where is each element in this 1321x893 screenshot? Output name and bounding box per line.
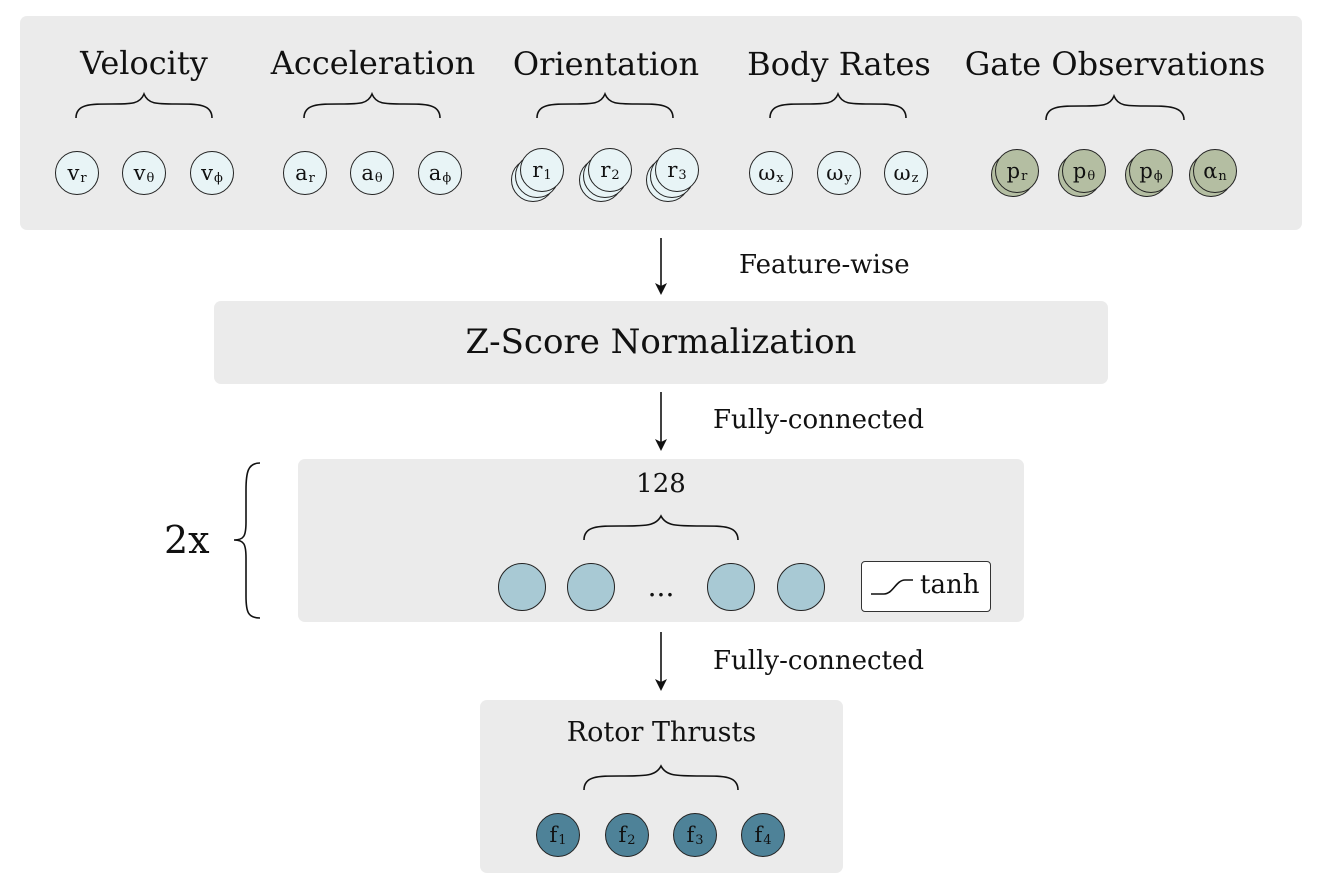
hidden-node bbox=[498, 563, 546, 611]
group-title-body-rates: Body Rates bbox=[747, 45, 931, 83]
brace-orientation bbox=[536, 91, 674, 119]
group-title-velocity: Velocity bbox=[80, 44, 208, 82]
group-title-gate-observations: Gate Observations bbox=[964, 45, 1266, 83]
group-title-orientation: Orientation bbox=[512, 45, 700, 83]
brace-velocity bbox=[75, 91, 213, 119]
hidden-node bbox=[707, 563, 755, 611]
arrow-label-fully-connected-1: Fully-connected bbox=[713, 405, 925, 435]
hidden-node bbox=[777, 563, 825, 611]
brace-repeat bbox=[233, 462, 261, 619]
group-title-acceleration: Acceleration bbox=[270, 44, 476, 82]
hidden-ellipsis: ... bbox=[647, 570, 675, 603]
activation-box bbox=[861, 561, 991, 612]
normalization-panel bbox=[214, 301, 1108, 384]
brace-output bbox=[583, 764, 739, 791]
arrow-label-feature-wise: Feature-wise bbox=[739, 250, 910, 280]
activation-label: tanh bbox=[920, 570, 980, 600]
brace-body-rates bbox=[769, 91, 907, 119]
normalization-title: Z-Score Normalization bbox=[465, 322, 857, 362]
repeat-label: 2x bbox=[164, 518, 210, 562]
arrow-label-fully-connected-2: Fully-connected bbox=[713, 646, 925, 676]
brace-hidden bbox=[583, 514, 739, 541]
brace-acceleration bbox=[303, 91, 441, 119]
brace-gate-observations bbox=[1045, 93, 1185, 121]
output-title: Rotor Thrusts bbox=[566, 717, 757, 748]
hidden-node bbox=[567, 563, 615, 611]
hidden-size-label: 128 bbox=[636, 469, 686, 499]
